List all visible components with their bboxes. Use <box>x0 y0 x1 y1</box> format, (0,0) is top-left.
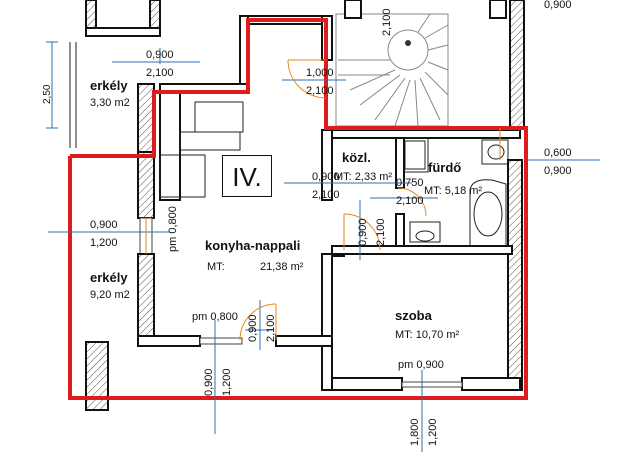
room-erkely-lower-area: 9,20 m2 <box>90 289 130 301</box>
wall-bedroom-bottom-a <box>331 377 403 391</box>
room-kitchen-living-mt: MT: <box>207 261 225 273</box>
window-bedroom <box>401 381 463 388</box>
wall-bedroom-left <box>321 253 333 391</box>
wall-top-left-c <box>85 27 161 37</box>
dim-top-right: 0,900 <box>544 0 572 11</box>
dim-4-bot: 0,900 <box>544 165 572 177</box>
unit-number: IV. <box>222 155 272 197</box>
dim-7-bot: 1,200 <box>90 237 118 249</box>
dim-13-b: 1,200 <box>221 368 233 396</box>
wall-upper-balcony <box>137 83 155 153</box>
dim-1-bot: 2,100 <box>146 67 174 79</box>
room-corridor-name: közl. <box>342 150 371 165</box>
room-kitchen-living-name: konyha-nappali <box>205 238 300 253</box>
dim-14-b: 1,200 <box>427 418 439 446</box>
dim-10: pm 0,800 <box>192 311 238 323</box>
dim-9-b: 2,100 <box>375 218 387 246</box>
side-dimension <box>46 41 58 129</box>
wall-living-left-lower <box>137 253 155 343</box>
dimension-lines <box>48 48 600 452</box>
room-corridor-area: MT: 2,33 m² <box>334 171 392 183</box>
unit-boundary <box>68 18 528 400</box>
wall-bedroom-top <box>331 245 513 255</box>
window-living-bottom <box>199 337 243 345</box>
dim-6-top: 0,750 <box>396 177 424 189</box>
room-erkely-upper-area: 3,30 m2 <box>90 97 130 109</box>
room-bedroom-name: szoba <box>395 308 433 323</box>
dim-12: pm 0,900 <box>398 359 444 371</box>
wall-living-bottom-b <box>275 335 333 347</box>
wall-stair-left <box>344 0 362 19</box>
dim-1-top: 0,900 <box>146 49 174 61</box>
wall-stair-far-right <box>509 0 525 129</box>
dim-5-bot: 2,100 <box>312 189 340 201</box>
room-bathroom-area: MT: 5,18 m² <box>424 185 482 197</box>
dim-6-bot: 2,100 <box>396 195 424 207</box>
room-bedroom-area: MT: 10,70 m² <box>395 329 460 341</box>
dim-7-top: 0,900 <box>90 219 118 231</box>
wall-right-exterior <box>507 159 523 391</box>
wall-corridor-top <box>331 129 521 139</box>
room-bathroom-name: fürdő <box>428 160 461 175</box>
dim-2-top: 1,000 <box>306 67 334 79</box>
kitchen-counter <box>159 91 244 201</box>
wall-stair-right <box>489 0 507 19</box>
room-kitchen-living-area: 21,38 m² <box>260 261 304 273</box>
door-swings <box>145 59 501 341</box>
bathroom-fixtures <box>401 137 509 247</box>
staircase <box>335 13 449 127</box>
side-dimension-label: 2,50 <box>42 84 53 104</box>
dim-4-top: 0,600 <box>544 147 572 159</box>
dim-8: pm 0,800 <box>167 206 179 252</box>
wall-bedroom-bottom-b <box>461 377 521 391</box>
room-erkely-upper-name: erkély <box>90 78 128 93</box>
dim-11-a: 0,900 <box>247 314 259 342</box>
wall-living-bottom-a <box>137 335 201 347</box>
wall-living-left-upper <box>137 151 155 219</box>
dim-3: 2,100 <box>381 8 393 36</box>
dim-5-top: 0,900 <box>312 171 340 183</box>
balcony-pillar <box>85 341 109 411</box>
dim-11-b: 2,100 <box>265 314 277 342</box>
dim-2-bot: 2,100 <box>306 85 334 97</box>
upper-balcony-railing <box>69 42 77 148</box>
dim-14-a: 1,800 <box>409 418 421 446</box>
room-erkely-lower-name: erkély <box>90 270 128 285</box>
dim-9-a: 0,900 <box>357 218 369 246</box>
dim-13-a: 0,900 <box>203 368 215 396</box>
